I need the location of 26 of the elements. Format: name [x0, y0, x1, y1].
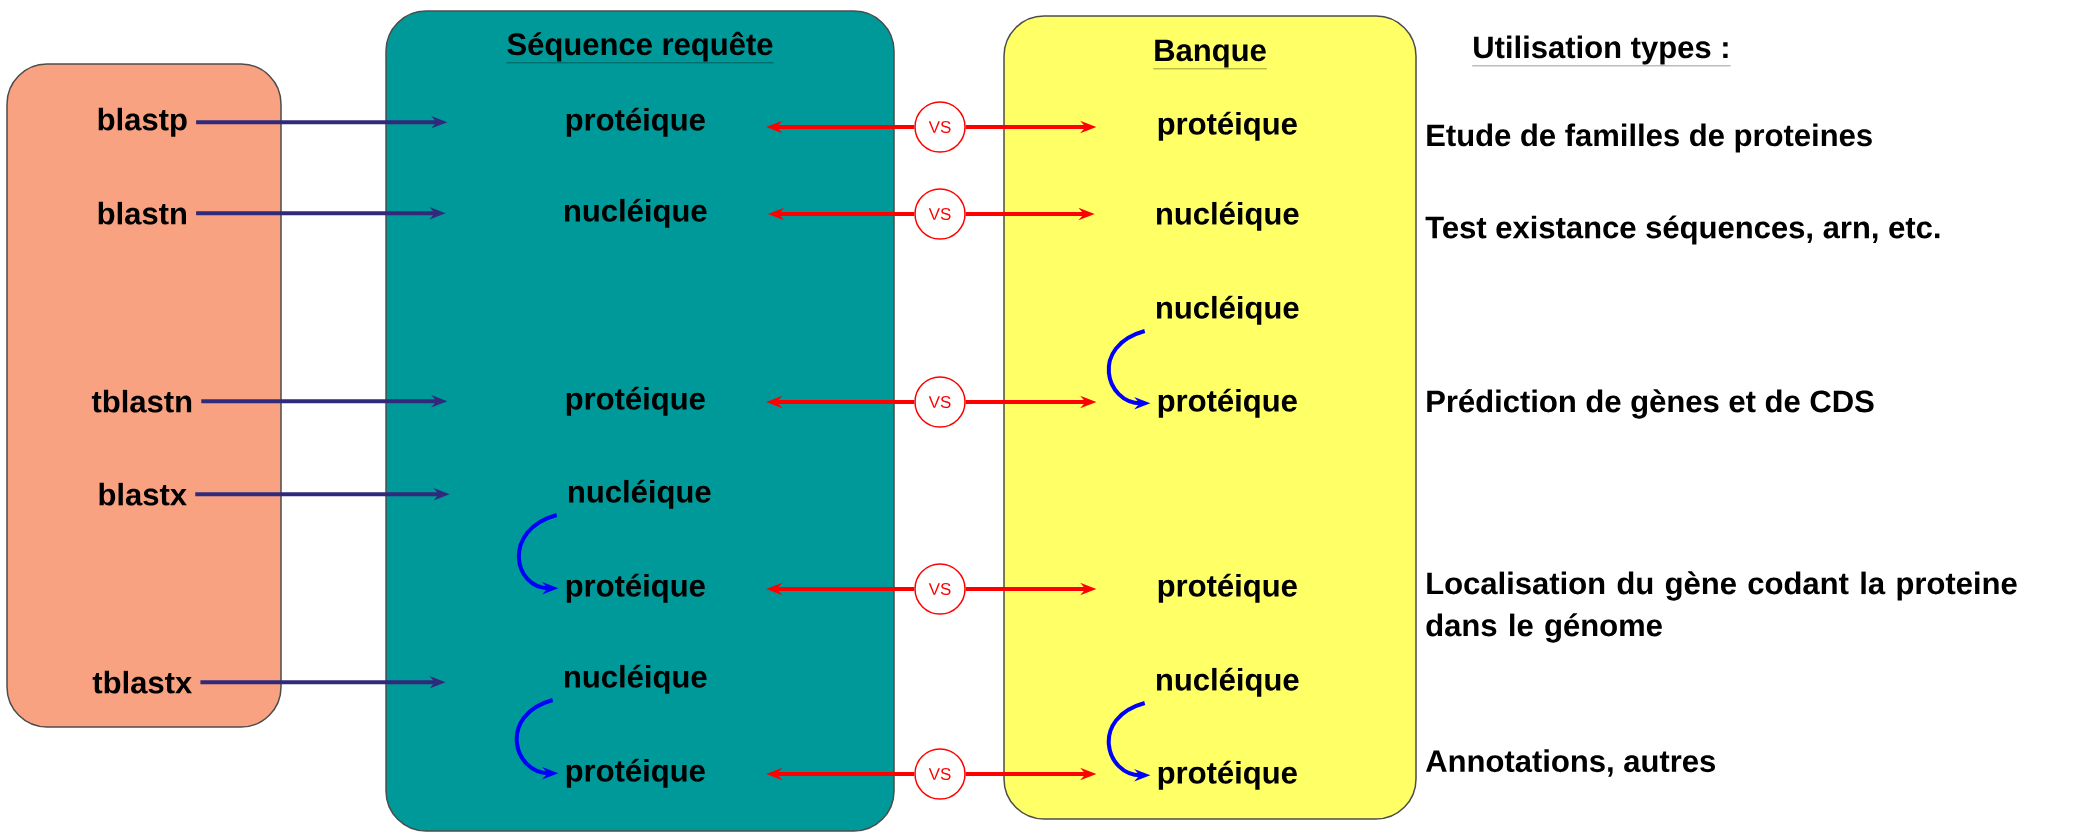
sequence-label: protéique — [566, 758, 705, 788]
sequence-label: tblastx — [92, 670, 192, 694]
usage-text: Prédiction de gènes et de CDS — [1427, 389, 1874, 419]
sequence-label: protéique — [1158, 111, 1297, 141]
heading: Utilisation types : — [1472, 35, 1731, 67]
panel — [6, 63, 282, 728]
sequence-label: protéique — [1158, 388, 1297, 418]
sequence-label: protéique — [566, 573, 705, 603]
sequence-label: protéique — [1158, 573, 1297, 603]
sequence-label: blastn — [98, 201, 186, 225]
sequence-label: nucléique — [1156, 667, 1299, 697]
usage-text: Annotations, autres — [1426, 749, 1715, 777]
sequence-label: nucléique — [564, 664, 707, 694]
sequence-label: protéique — [566, 107, 705, 137]
sequence-label: nucléique — [1156, 295, 1299, 325]
sequence-label: nucléique — [568, 479, 711, 509]
sequence-label: blastx — [99, 482, 187, 506]
sequence-label: nucléique — [564, 198, 707, 228]
usage-text: Etude de familles de proteines — [1427, 123, 1872, 153]
sequence-label: protéique — [1158, 760, 1297, 790]
usage-text: Test existance séquences, arn, etc. — [1425, 215, 1940, 245]
sequence-label: tblastn — [91, 389, 192, 413]
sequence-label: protéique — [566, 386, 705, 416]
sequence-label: nucléique — [1156, 201, 1299, 231]
usage-text: Localisation du gène codant la proteine dans le génome — [1426, 571, 2017, 643]
sequence-label: blastp — [98, 107, 187, 137]
